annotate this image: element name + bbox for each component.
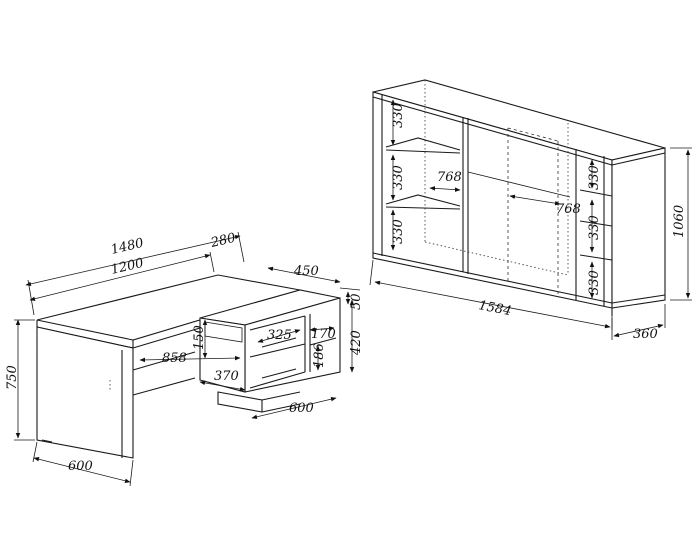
desk — [36, 274, 341, 459]
desk-dimension-labels: 1480 280 1200 450 50 420 150 325 170 186… — [5, 231, 364, 474]
dim-shelf-height-1: 330 — [391, 103, 406, 128]
dim-side-shelf-depth: 186 — [312, 343, 327, 368]
dim-desk-overhang: 280 — [209, 231, 238, 251]
dim-right-shelf-3: 330 — [587, 270, 602, 295]
dim-right-shelf-1: 330 — [587, 165, 602, 190]
dim-opening-height: 150 — [192, 325, 207, 350]
sideboard-dimension-labels: 330 330 330 768 768 330 330 330 1584 106… — [391, 103, 687, 342]
dim-sideboard-height: 1060 — [672, 205, 687, 238]
dim-shelf-height-3: 330 — [391, 219, 406, 244]
dim-desk-length-main: 1200 — [110, 256, 146, 278]
dim-desk-depth: 600 — [68, 459, 93, 474]
dim-desk-length-total: 1480 — [110, 236, 146, 258]
dim-inner-width-2: 768 — [556, 202, 581, 217]
dim-shelf-height-2: 330 — [391, 165, 406, 190]
sideboard — [372, 79, 666, 316]
dim-drawer-width: 325 — [267, 328, 292, 343]
dim-inner-width-1: 768 — [437, 170, 462, 185]
desk-dimensions — [14, 231, 361, 487]
dim-right-shelf-2: 330 — [587, 215, 602, 240]
dim-sideboard-depth: 360 — [633, 327, 658, 342]
dim-drawer-opening-width: 370 — [214, 369, 239, 384]
dim-top-thickness: 50 — [349, 293, 364, 310]
dim-desk-height: 750 — [5, 365, 20, 390]
dim-sideboard-width: 1584 — [477, 298, 512, 319]
dim-return-depth: 450 — [293, 264, 319, 279]
dim-return-length: 858 — [162, 351, 187, 366]
sideboard-dimensions — [369, 99, 692, 340]
dim-side-shelf-height: 170 — [311, 327, 336, 342]
dim-pedestal-depth: 600 — [289, 401, 314, 416]
dim-cabinet-height: 420 — [349, 330, 364, 356]
